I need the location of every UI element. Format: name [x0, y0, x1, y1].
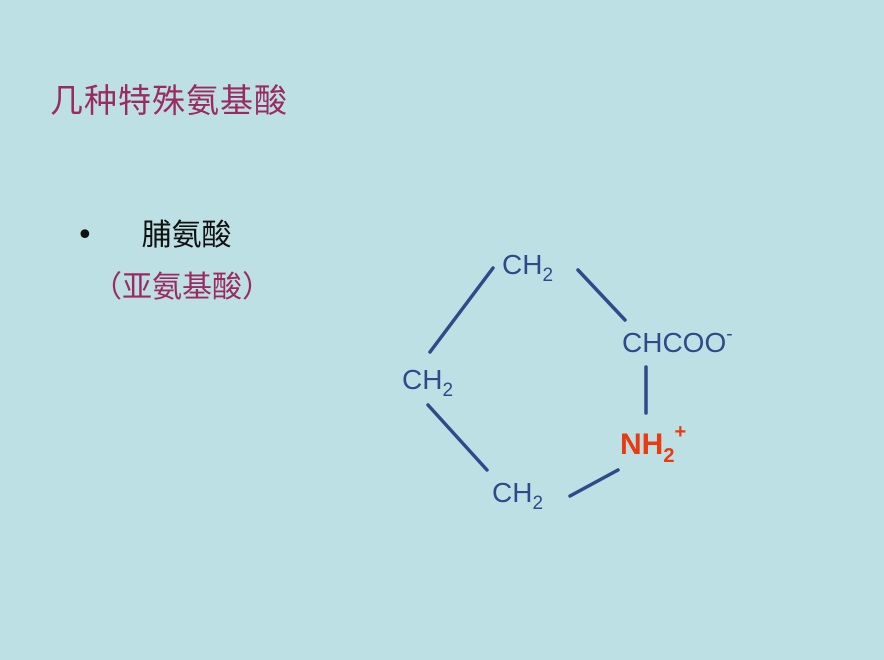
amine-group: NH2+	[620, 421, 686, 467]
bullet-text: 脯氨酸	[141, 218, 232, 253]
bottom-ch2-group: CH2	[492, 477, 543, 514]
bond-amine-bottom	[568, 468, 620, 498]
left-ch2-group: CH2	[402, 364, 453, 401]
bond-left-top	[428, 266, 495, 354]
bullet-dot: •	[76, 218, 94, 253]
bond-top-carboxyl	[576, 268, 627, 322]
carboxylate-group: CHCOO-	[622, 324, 733, 358]
subtitle: （亚氨基酸）	[92, 270, 272, 305]
top-ch2-group: CH2	[502, 249, 553, 286]
bond-bottom-left	[426, 403, 489, 472]
bullet-item: • 脯氨酸	[76, 210, 232, 254]
slide-title: 几种特殊氨基酸	[50, 81, 288, 120]
